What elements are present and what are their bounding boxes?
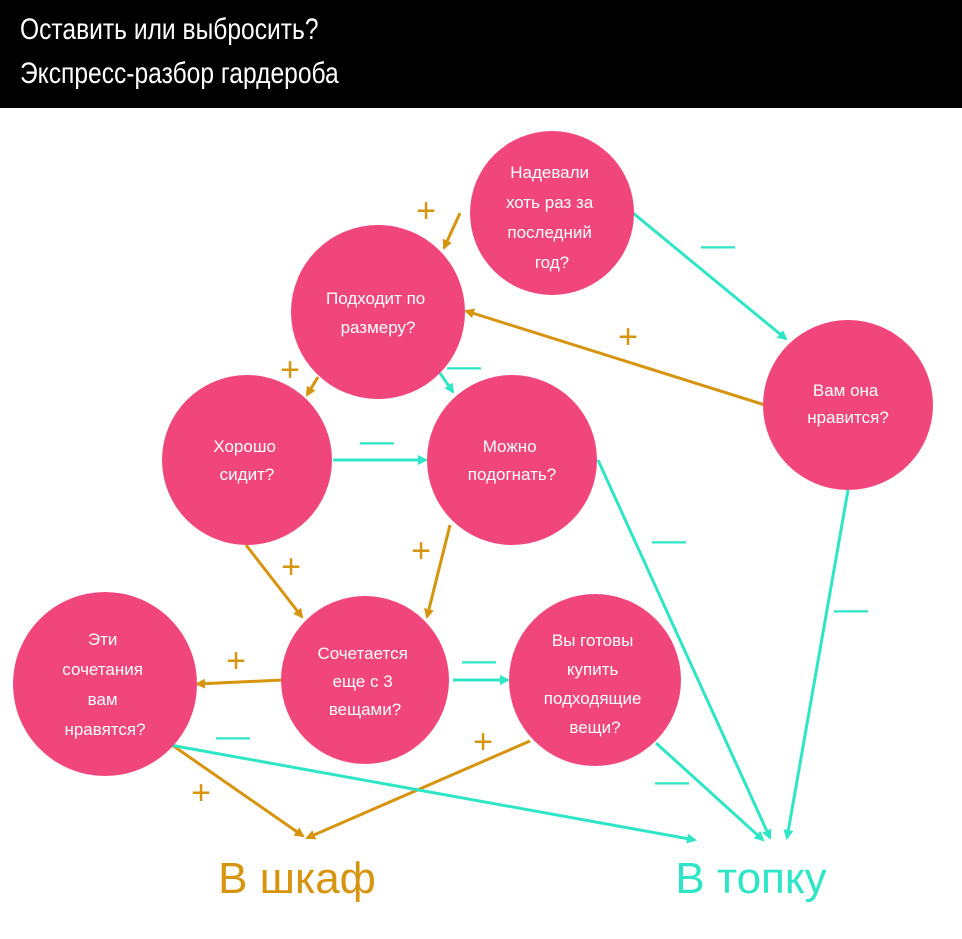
sign-minus-alter: — bbox=[652, 521, 686, 559]
edge-worn-to-fits-size-yes bbox=[442, 212, 462, 250]
sign-minus-buy-ready: — bbox=[655, 762, 689, 800]
node-buy-ready-circle bbox=[509, 594, 681, 766]
outcome-toss: В топку bbox=[675, 854, 826, 903]
edge-buy-ready-to-toss-no bbox=[654, 741, 765, 842]
sign-plus-combos-like: + bbox=[191, 774, 211, 812]
edge-fits-size-to-alter-no bbox=[438, 372, 455, 394]
sign-plus-fits-size: + bbox=[280, 351, 300, 389]
node-alter-label: Можно подогнать? bbox=[468, 437, 556, 484]
node-fits-well-circle bbox=[162, 375, 332, 545]
edge-like-to-toss-no bbox=[783, 489, 850, 840]
sign-plus-buy-ready: + bbox=[473, 723, 493, 761]
header-bar: Оставить или выбросить? Экспресс-разбор … bbox=[0, 0, 962, 108]
sign-plus-alter: + bbox=[411, 532, 431, 570]
edge-worn-to-like-no bbox=[632, 211, 788, 341]
sign-minus-combos-like: — bbox=[216, 717, 250, 755]
sign-plus-like: + bbox=[618, 318, 638, 356]
sign-minus-like: — bbox=[834, 590, 868, 628]
node-combines-circle bbox=[281, 596, 449, 764]
node-combos-like-label: Эти сочетания вам нравятся? bbox=[62, 630, 147, 739]
node-like-circle bbox=[763, 320, 933, 490]
sign-minus-worn: — bbox=[701, 226, 735, 264]
edge-combos-like-to-toss-no bbox=[169, 743, 697, 844]
sign-plus-worn: + bbox=[416, 192, 436, 230]
title-line-2: Экспресс-разбор гардероба bbox=[20, 57, 339, 90]
node-fits-size-circle bbox=[291, 225, 465, 399]
sign-plus-combines: + bbox=[226, 642, 246, 680]
node-worn-circle bbox=[470, 131, 634, 295]
edge-fits-size-to-fits-well-yes bbox=[305, 376, 320, 397]
outcome-keep: В шкаф bbox=[218, 854, 376, 903]
edge-like-to-fits-size-yes bbox=[464, 308, 766, 407]
node-combines-label: Сочетается еще с 3 вещами? bbox=[317, 644, 412, 719]
node-fits-well-label: Хорошо сидит? bbox=[213, 437, 280, 484]
edge-alter-to-toss-no bbox=[596, 459, 772, 840]
sign-minus-fits-size: — bbox=[447, 347, 481, 385]
edge-combines-to-combos-like-yes bbox=[195, 678, 284, 689]
node-worn-label: Надевали хоть раз за последний год? bbox=[506, 163, 598, 272]
node-like-label: Вам она нравится? bbox=[807, 381, 889, 427]
node-fits-size-label: Подходит по размеру? bbox=[326, 289, 430, 337]
edge-combos-like-to-keep-yes bbox=[171, 743, 305, 838]
edge-alter-to-combines-yes bbox=[424, 524, 452, 619]
edge-fits-well-to-combines-yes bbox=[244, 544, 304, 619]
sign-plus-fits-well: + bbox=[281, 548, 301, 586]
sign-minus-combines: — bbox=[462, 641, 496, 679]
title-line-1: Оставить или выбросить? bbox=[20, 13, 319, 46]
node-alter-circle bbox=[427, 375, 597, 545]
sign-minus-fits-well: — bbox=[360, 422, 394, 460]
node-buy-ready-label: Вы готовы купить подходящие вещи? bbox=[544, 631, 646, 737]
node-combos-like-circle bbox=[13, 592, 197, 776]
